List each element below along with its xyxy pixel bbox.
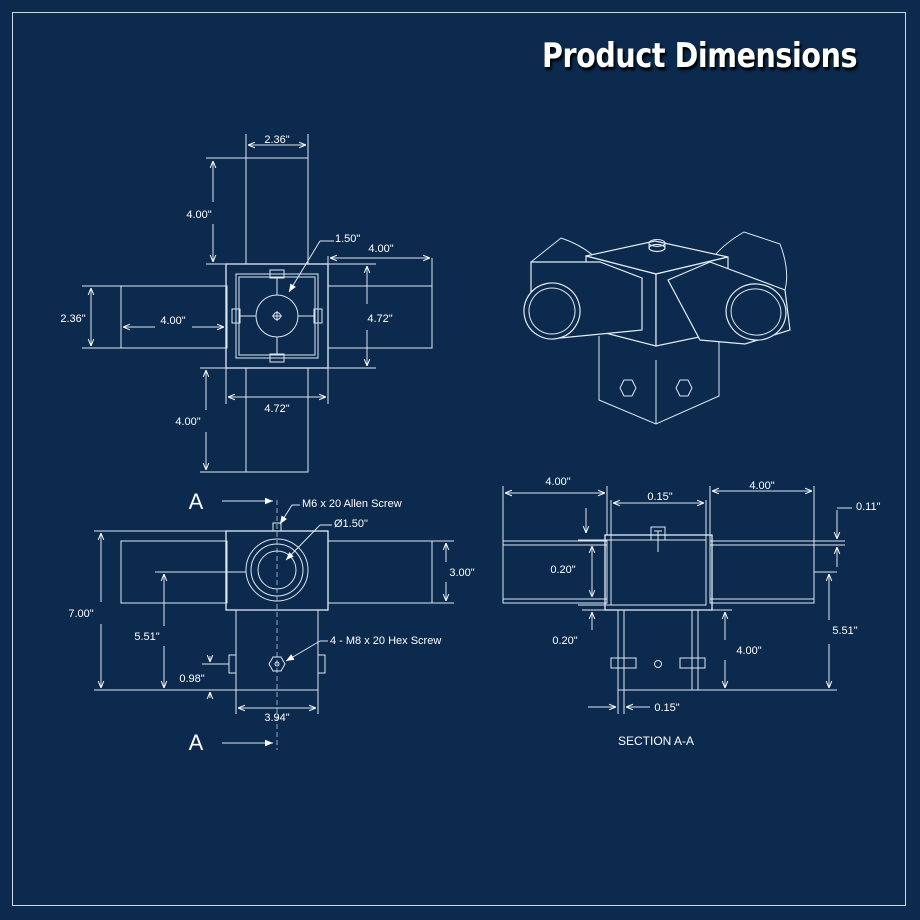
dim-arm-height: 3.00": [449, 567, 474, 579]
front-view-outline: [120, 500, 433, 750]
dim-left-arm-width: 2.36": [60, 313, 85, 325]
dim-section-left-arm: 4.00": [545, 476, 570, 488]
dim-bore-diameter-front: Ø1.50": [334, 518, 368, 530]
dim-section-sleeve-depth: 4.00": [736, 645, 761, 657]
section-view-outline: [502, 526, 815, 691]
section-label: SECTION A-A: [618, 734, 694, 748]
top-view: 2.36" 4.00" 1.50" 4.00" 2.36": [60, 134, 433, 473]
dim-section-wall-bottom: 0.15": [654, 702, 679, 714]
dim-bore-diameter-top: 1.50": [335, 233, 360, 245]
dim-top-arm-width: 2.36": [264, 134, 289, 146]
section-view-dimensions: 4.00" 0.15" 4.00" 0.11" 0.20": [502, 476, 881, 748]
dim-section-center-height: 5.51": [832, 625, 857, 637]
dim-right-arm-length: 4.00": [368, 243, 393, 255]
front-view: A A M6 x 20 Allen Screw Ø1.50" 3.00": [68, 489, 474, 755]
dim-top-arm-length: 4.00": [186, 209, 211, 221]
section-view: 4.00" 0.15" 4.00" 0.11" 0.20": [502, 476, 881, 748]
page-title: Product Dimensions: [542, 36, 858, 76]
dim-left-arm-length: 4.00": [160, 315, 185, 327]
dim-hub-height: 4.72": [367, 313, 392, 325]
dim-screw-height: 0.98": [179, 673, 204, 685]
label-allen-screw: M6 x 20 Allen Screw: [302, 498, 402, 510]
dim-center-height-front: 5.51": [134, 631, 159, 643]
dim-section-offset-top: 0.11": [856, 501, 881, 513]
dim-section-right-arm: 4.00": [749, 480, 774, 492]
dim-sleeve-width: 3.94": [264, 712, 289, 724]
dim-bottom-arm-length: 4.00": [175, 416, 200, 428]
section-marker-bottom: A: [189, 730, 204, 755]
section-marker-top: A: [189, 489, 204, 514]
blueprint-frame: [12, 12, 906, 906]
label-hex-screw: 4 - M8 x 20 Hex Screw: [330, 635, 441, 647]
front-view-dimensions: A A M6 x 20 Allen Screw Ø1.50" 3.00": [68, 489, 474, 755]
dim-section-wall-upper: 0.20": [550, 564, 575, 576]
top-view-outline: [120, 157, 433, 473]
dim-section-wall-top: 0.15": [647, 491, 672, 503]
dim-section-wall-lower: 0.20": [552, 635, 577, 647]
dim-hub-width: 4.72": [264, 403, 289, 415]
isometric-view: [523, 231, 791, 425]
dim-total-height: 7.00": [68, 608, 93, 620]
top-view-dimensions: 2.36" 4.00" 1.50" 4.00" 2.36": [60, 134, 433, 473]
